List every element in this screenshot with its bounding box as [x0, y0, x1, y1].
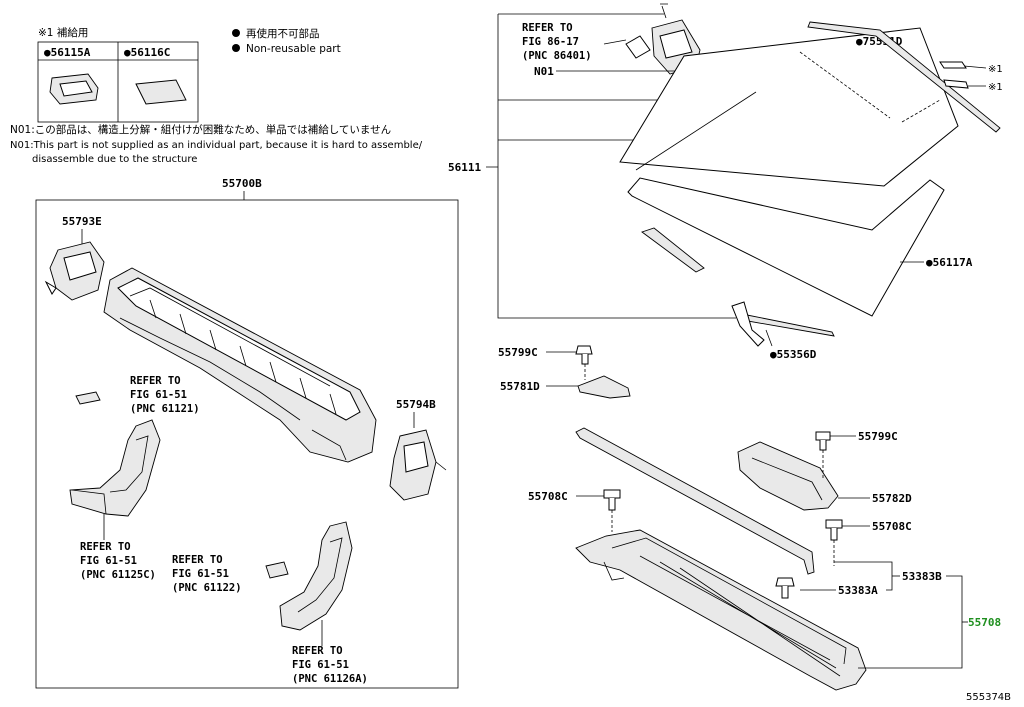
part-55782D [737, 441, 839, 511]
supply-header: ※1 補給用 [38, 26, 88, 39]
nonreusable-jp: 再使用不可部品 [246, 27, 320, 40]
figure-code: 555374B [966, 692, 1011, 703]
label-55782D[interactable]: 55782D [872, 492, 912, 505]
label-53383A[interactable]: 53383A [838, 584, 878, 597]
part-55793E [44, 241, 105, 301]
label-55799C-a[interactable]: 55799C [498, 346, 538, 359]
nonreusable-bullet-icon [232, 29, 240, 37]
supply-item-56115A[interactable]: ●56115A [44, 46, 91, 59]
part-55700B-cowl-panel [103, 267, 377, 463]
nonreusable-bullet-icon [232, 44, 240, 52]
label-55708C-a[interactable]: 55708C [528, 490, 568, 503]
supply-table [37, 41, 199, 123]
part-55781D [577, 375, 631, 399]
clip-55708C-b [825, 519, 843, 541]
label-55793E[interactable]: 55793E [62, 215, 102, 228]
supply-item-56116C[interactable]: ●56116C [124, 46, 170, 59]
clip-55799C-a [575, 345, 593, 365]
label-55700B[interactable]: 55700B [222, 177, 262, 190]
label-55708-highlighted[interactable]: 55708 [968, 616, 1001, 629]
clip-55708C-a [603, 489, 621, 511]
label-55708C-b[interactable]: 55708C [872, 520, 912, 533]
ref-61125C[interactable]: REFER TO FIG 61-51 (PNC 61125C) [80, 541, 156, 581]
part-harness [731, 301, 765, 347]
part-56116C-drawing [135, 79, 187, 105]
label-mark1-b[interactable]: ※1 [988, 82, 1003, 93]
label-mark1-a[interactable]: ※1 [988, 64, 1003, 75]
label-N01[interactable]: N01 [534, 65, 554, 78]
part-61122-drawing [265, 561, 289, 579]
note-en-1: N01:This part is not supplied as an indi… [10, 140, 423, 151]
label-56117A[interactable]: ●56117A [926, 256, 973, 269]
part-53383A [775, 577, 795, 599]
frame-55700B [35, 199, 459, 689]
part-61121-drawing [75, 391, 101, 405]
label-55781D[interactable]: 55781D [500, 380, 540, 393]
clip-55799C-b [815, 431, 831, 451]
part-56111-windshield [619, 27, 959, 317]
part-mark1-a [939, 61, 967, 69]
part-weatherstrip [575, 427, 815, 575]
nonreusable-en: Non-reusable part [246, 43, 341, 55]
part-61126A-bracket [279, 521, 353, 631]
part-56115A-drawing [49, 73, 99, 105]
part-55794B [389, 429, 447, 501]
ref-86401[interactable]: REFER TO FIG 86-17 (PNC 86401) [522, 22, 592, 62]
part-cowl-louver [575, 529, 867, 691]
label-55356D[interactable]: ●55356D [770, 348, 817, 361]
label-56111[interactable]: 56111 [448, 161, 481, 174]
part-61125C-bracket [69, 419, 161, 517]
note-en-2: disassemble due to the structure [32, 154, 197, 165]
part-56117A-dam [641, 227, 705, 273]
ref-61122[interactable]: REFER TO FIG 61-51 (PNC 61122) [172, 554, 242, 594]
label-55794B[interactable]: 55794B [396, 398, 436, 411]
part-mark1-b [943, 79, 969, 89]
ref-61126A[interactable]: REFER TO FIG 61-51 (PNC 61126A) [292, 645, 368, 685]
ref-61121[interactable]: REFER TO FIG 61-51 (PNC 61121) [130, 375, 200, 415]
label-55799C-b[interactable]: 55799C [858, 430, 898, 443]
label-53383B[interactable]: 53383B [902, 570, 942, 583]
note-jp: N01:この部品は、構造上分解・組付けが困難なため、単品では補給していません [10, 123, 391, 136]
part-75531D-molding [807, 21, 1001, 133]
